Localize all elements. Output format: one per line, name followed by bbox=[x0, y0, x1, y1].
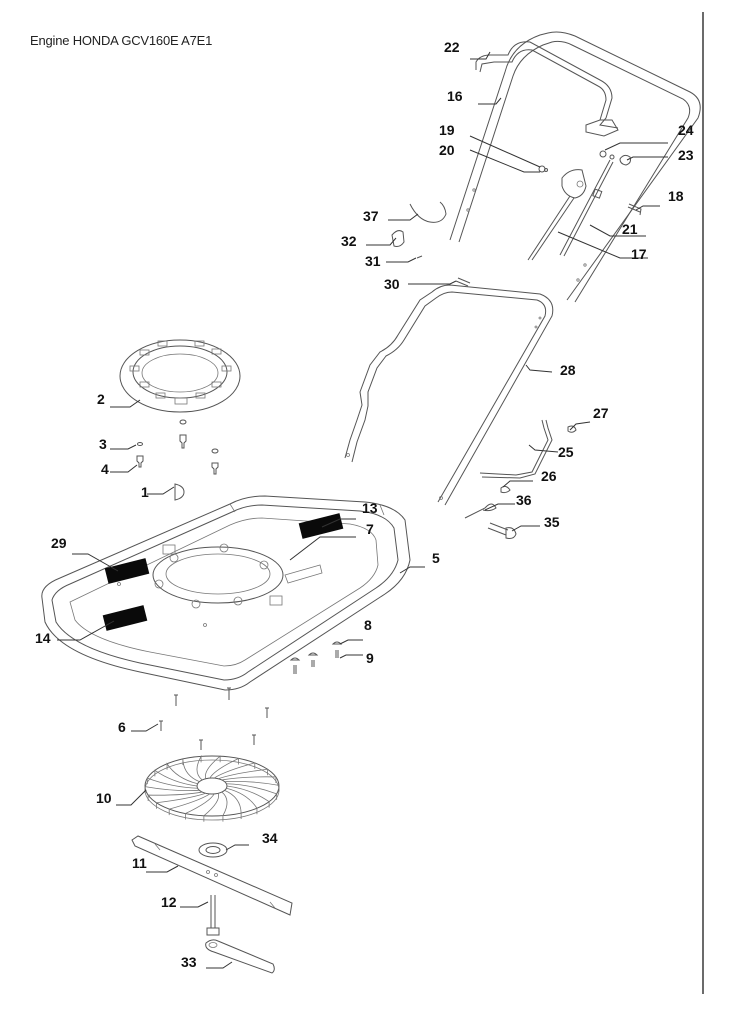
fan-blade bbox=[224, 789, 242, 820]
decal-29 bbox=[104, 558, 150, 584]
part-label-35: 35 bbox=[544, 514, 560, 530]
part-label-8: 8 bbox=[364, 617, 372, 633]
cable bbox=[559, 159, 614, 257]
mower-deck bbox=[41, 495, 411, 691]
part-label-1: 1 bbox=[141, 484, 149, 500]
leader-lines bbox=[57, 51, 668, 969]
part-label-28: 28 bbox=[560, 362, 576, 378]
small-fasteners-upper bbox=[538, 150, 642, 216]
fan-blade bbox=[144, 786, 200, 793]
part-label-29: 29 bbox=[51, 535, 67, 551]
part-label-19: 19 bbox=[439, 122, 455, 138]
part-label-21: 21 bbox=[622, 221, 638, 237]
part-label-31: 31 bbox=[365, 253, 381, 269]
fan-blade bbox=[204, 755, 221, 779]
part-label-9: 9 bbox=[366, 650, 374, 666]
part-label-10: 10 bbox=[96, 790, 112, 806]
part-label-13: 13 bbox=[362, 500, 378, 516]
part-label-14: 14 bbox=[35, 630, 51, 646]
part-label-23: 23 bbox=[678, 147, 694, 163]
fan-blade bbox=[224, 780, 280, 792]
decal-13 bbox=[298, 513, 344, 539]
fan-blade bbox=[196, 754, 203, 781]
part-label-37: 37 bbox=[363, 208, 379, 224]
throttle-lever bbox=[527, 169, 587, 261]
fan-blade bbox=[213, 762, 256, 779]
fan-blade bbox=[226, 783, 278, 800]
part-label-27: 27 bbox=[593, 405, 609, 421]
part-label-4: 4 bbox=[101, 461, 109, 477]
blade-adapter bbox=[205, 939, 275, 974]
part-label-24: 24 bbox=[678, 122, 694, 138]
part-label-18: 18 bbox=[668, 188, 684, 204]
part-label-16: 16 bbox=[447, 88, 463, 104]
fan-blade bbox=[185, 793, 215, 820]
recoil-cover-ring bbox=[119, 339, 241, 413]
cooling-fan bbox=[144, 754, 280, 822]
ring-fasteners bbox=[136, 419, 219, 501]
fan-blade bbox=[221, 791, 228, 822]
part-label-12: 12 bbox=[161, 894, 177, 910]
upper-handle bbox=[449, 31, 701, 303]
part-label-34: 34 bbox=[262, 830, 278, 846]
part-label-7: 7 bbox=[366, 521, 374, 537]
fan-blade bbox=[226, 785, 270, 808]
fan-blade bbox=[226, 787, 258, 815]
deck-screws bbox=[289, 641, 343, 674]
part-label-20: 20 bbox=[439, 142, 455, 158]
fan-blade bbox=[209, 757, 239, 779]
part-label-2: 2 bbox=[97, 391, 105, 407]
page-border-line bbox=[702, 12, 704, 994]
diagram-title: Engine HONDA GCV160E A7E1 bbox=[30, 33, 213, 48]
control-bar bbox=[475, 41, 619, 137]
lower-handle bbox=[344, 284, 554, 506]
fan-screws bbox=[159, 687, 269, 750]
part-label-11: 11 bbox=[132, 855, 147, 871]
part-label-30: 30 bbox=[384, 276, 400, 292]
fan-blade bbox=[203, 793, 220, 822]
cutter-blade bbox=[131, 835, 293, 916]
part-label-25: 25 bbox=[558, 444, 574, 460]
part-label-6: 6 bbox=[118, 719, 126, 735]
part-number-labels: 22 16 19 20 24 23 18 37 32 21 31 17 30 2… bbox=[35, 39, 694, 970]
fan-blade bbox=[146, 777, 198, 789]
clips-and-bolts bbox=[391, 201, 471, 287]
fan-blade bbox=[182, 758, 200, 783]
part-label-5: 5 bbox=[432, 550, 440, 566]
fan-blade bbox=[221, 776, 277, 783]
part-label-3: 3 bbox=[99, 436, 107, 452]
fan-blade bbox=[154, 769, 198, 787]
fan-blade bbox=[156, 792, 206, 809]
decal-14 bbox=[102, 605, 148, 631]
blade-bolt bbox=[206, 895, 220, 936]
part-label-22: 22 bbox=[444, 39, 460, 55]
part-label-26: 26 bbox=[541, 468, 557, 484]
part-label-36: 36 bbox=[516, 492, 532, 508]
fan-blade bbox=[147, 791, 203, 802]
fan-blade bbox=[166, 762, 198, 785]
fan-blade bbox=[168, 793, 211, 816]
blade-boss bbox=[198, 842, 228, 858]
fan-blade bbox=[218, 768, 268, 780]
part-label-33: 33 bbox=[181, 954, 197, 970]
part-label-17: 17 bbox=[631, 246, 647, 262]
height-adjust-parts bbox=[464, 419, 577, 539]
part-label-32: 32 bbox=[341, 233, 357, 249]
